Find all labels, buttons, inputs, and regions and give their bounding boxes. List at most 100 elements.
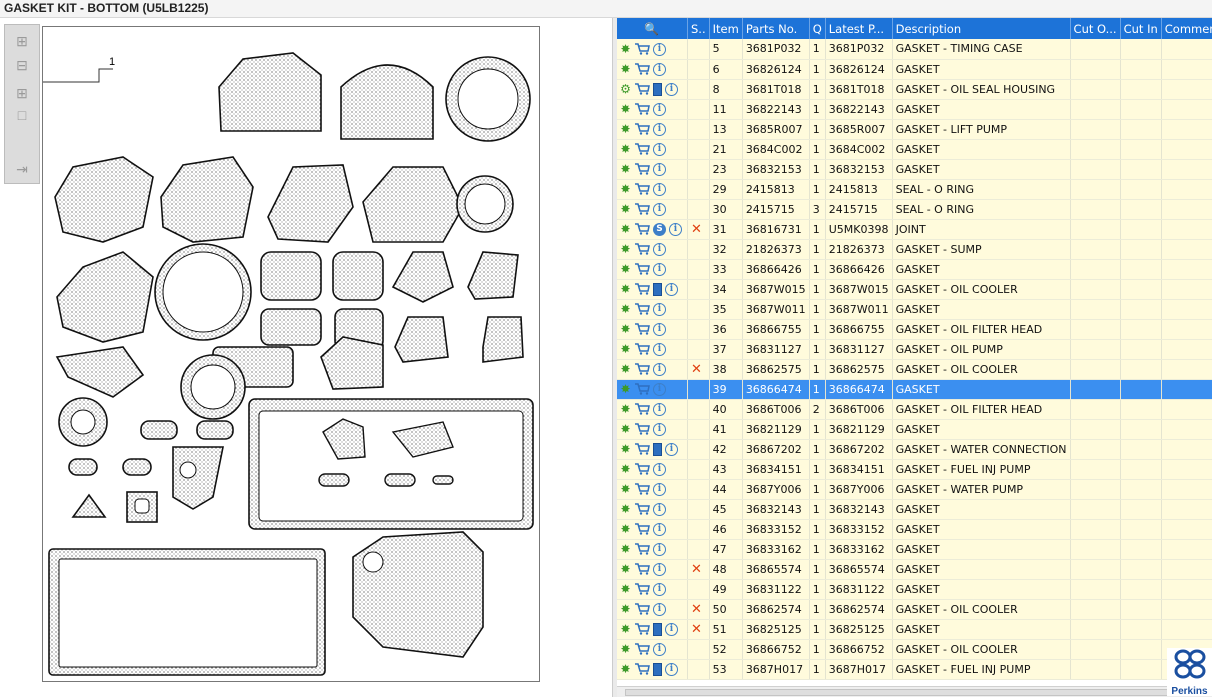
gear-icon[interactable]: ✸ xyxy=(620,581,631,596)
part-number-cell[interactable]: 3687Y006 xyxy=(742,479,810,500)
cart-icon[interactable] xyxy=(635,422,653,435)
latest-part-cell[interactable]: 3681T018 xyxy=(825,79,893,100)
gear-icon[interactable]: ✸ xyxy=(620,561,631,576)
latest-part-cell[interactable]: 36834151 xyxy=(825,459,893,480)
latest-part-cell[interactable]: 2415813 xyxy=(825,179,893,200)
cart-icon[interactable] xyxy=(635,282,653,295)
info-icon[interactable]: i xyxy=(653,342,666,356)
part-number-cell[interactable]: 3686T006 xyxy=(742,399,810,420)
latest-part-cell[interactable]: 36862574 xyxy=(825,599,893,620)
part-number-cell[interactable]: 36832153 xyxy=(742,159,810,180)
column-header-parts-no[interactable]: Parts No. xyxy=(742,18,810,39)
latest-part-cell[interactable]: 3681P032 xyxy=(825,39,893,60)
info-icon[interactable]: i xyxy=(653,162,666,176)
gear-icon[interactable]: ✸ xyxy=(620,501,631,516)
column-header-quantity[interactable]: Q xyxy=(809,18,826,39)
info-icon[interactable]: i xyxy=(653,242,666,256)
info-icon[interactable]: i xyxy=(653,402,666,416)
latest-part-cell[interactable]: 2415715 xyxy=(825,199,893,220)
info-icon[interactable]: i xyxy=(653,602,666,616)
cart-icon[interactable] xyxy=(635,522,653,535)
cart-icon[interactable] xyxy=(635,322,653,335)
gear-icon[interactable]: ✸ xyxy=(620,601,631,616)
info-icon[interactable]: i xyxy=(665,662,678,676)
cart-icon[interactable] xyxy=(635,82,653,95)
latest-part-cell[interactable]: 36831127 xyxy=(825,339,893,360)
column-header-comment[interactable]: Comment xyxy=(1161,18,1212,39)
info-icon[interactable]: i xyxy=(653,482,666,496)
latest-part-cell[interactable]: 36866755 xyxy=(825,319,893,340)
info-icon[interactable]: i xyxy=(653,582,666,596)
part-number-cell[interactable]: 36821129 xyxy=(742,419,810,440)
part-number-cell[interactable]: 3687H017 xyxy=(742,659,810,680)
info-icon[interactable]: i xyxy=(653,202,666,216)
gears-icon[interactable]: ⚙ xyxy=(620,81,631,96)
cart-icon[interactable] xyxy=(635,262,653,275)
latest-part-cell[interactable]: 36833162 xyxy=(825,539,893,560)
gear-icon[interactable]: ✸ xyxy=(620,621,631,636)
cart-icon[interactable] xyxy=(635,382,653,395)
info-icon[interactable]: i xyxy=(665,442,678,456)
info-icon[interactable]: i xyxy=(653,302,666,316)
latest-part-cell[interactable]: 3687W011 xyxy=(825,299,893,320)
info-icon[interactable]: i xyxy=(653,642,666,656)
gear-icon[interactable]: ✸ xyxy=(620,201,631,216)
info-icon[interactable]: i xyxy=(653,102,666,116)
part-number-cell[interactable]: 36865574 xyxy=(742,559,810,580)
cart-icon[interactable] xyxy=(635,222,653,235)
part-number-cell[interactable]: 3685R007 xyxy=(742,119,810,140)
column-header-latest-part[interactable]: Latest P... xyxy=(825,18,893,39)
cart-icon[interactable] xyxy=(635,242,653,255)
horizontal-scrollbar[interactable] xyxy=(617,686,1212,697)
cart-icon[interactable] xyxy=(635,542,653,555)
cart-icon[interactable] xyxy=(635,642,653,655)
cart-icon[interactable] xyxy=(635,502,653,515)
latest-part-cell[interactable]: 36866752 xyxy=(825,639,893,660)
cart-icon[interactable] xyxy=(635,562,653,575)
cart-icon[interactable] xyxy=(635,582,653,595)
info-icon[interactable]: i xyxy=(665,282,678,296)
gear-icon[interactable]: ✸ xyxy=(620,541,631,556)
gear-icon[interactable]: ✸ xyxy=(620,521,631,536)
column-header-cut-out[interactable]: Cut O... xyxy=(1070,18,1121,39)
part-number-cell[interactable]: 36862575 xyxy=(742,359,810,380)
part-number-cell[interactable]: 36831122 xyxy=(742,579,810,600)
info-icon[interactable]: i xyxy=(653,422,666,436)
part-number-cell[interactable]: 3687W015 xyxy=(742,279,810,300)
column-header-item[interactable]: Item xyxy=(709,18,743,39)
info-icon[interactable]: i xyxy=(653,462,666,476)
book-icon[interactable] xyxy=(653,442,662,456)
info-icon[interactable]: i xyxy=(653,262,666,276)
column-header-cut-in[interactable]: Cut In xyxy=(1120,18,1162,39)
cart-icon[interactable] xyxy=(635,42,653,55)
info-icon[interactable]: i xyxy=(653,42,666,56)
cart-icon[interactable] xyxy=(635,482,653,495)
part-number-cell[interactable]: 36833162 xyxy=(742,539,810,560)
search-parts-icon[interactable]: 🔍 xyxy=(644,21,659,36)
cart-icon[interactable] xyxy=(635,182,653,195)
zoom-out-icon[interactable]: ⊟ xyxy=(16,56,28,73)
part-number-cell[interactable]: 36866426 xyxy=(742,259,810,280)
part-number-cell[interactable]: 3681T018 xyxy=(742,79,810,100)
actual-size-icon[interactable]: □ xyxy=(17,107,27,123)
gear-icon[interactable]: ✸ xyxy=(620,301,631,316)
gear-icon[interactable]: ✸ xyxy=(620,661,631,676)
info-icon[interactable]: i xyxy=(653,322,666,336)
gear-icon[interactable]: ✸ xyxy=(620,321,631,336)
info-icon[interactable]: i xyxy=(653,502,666,516)
